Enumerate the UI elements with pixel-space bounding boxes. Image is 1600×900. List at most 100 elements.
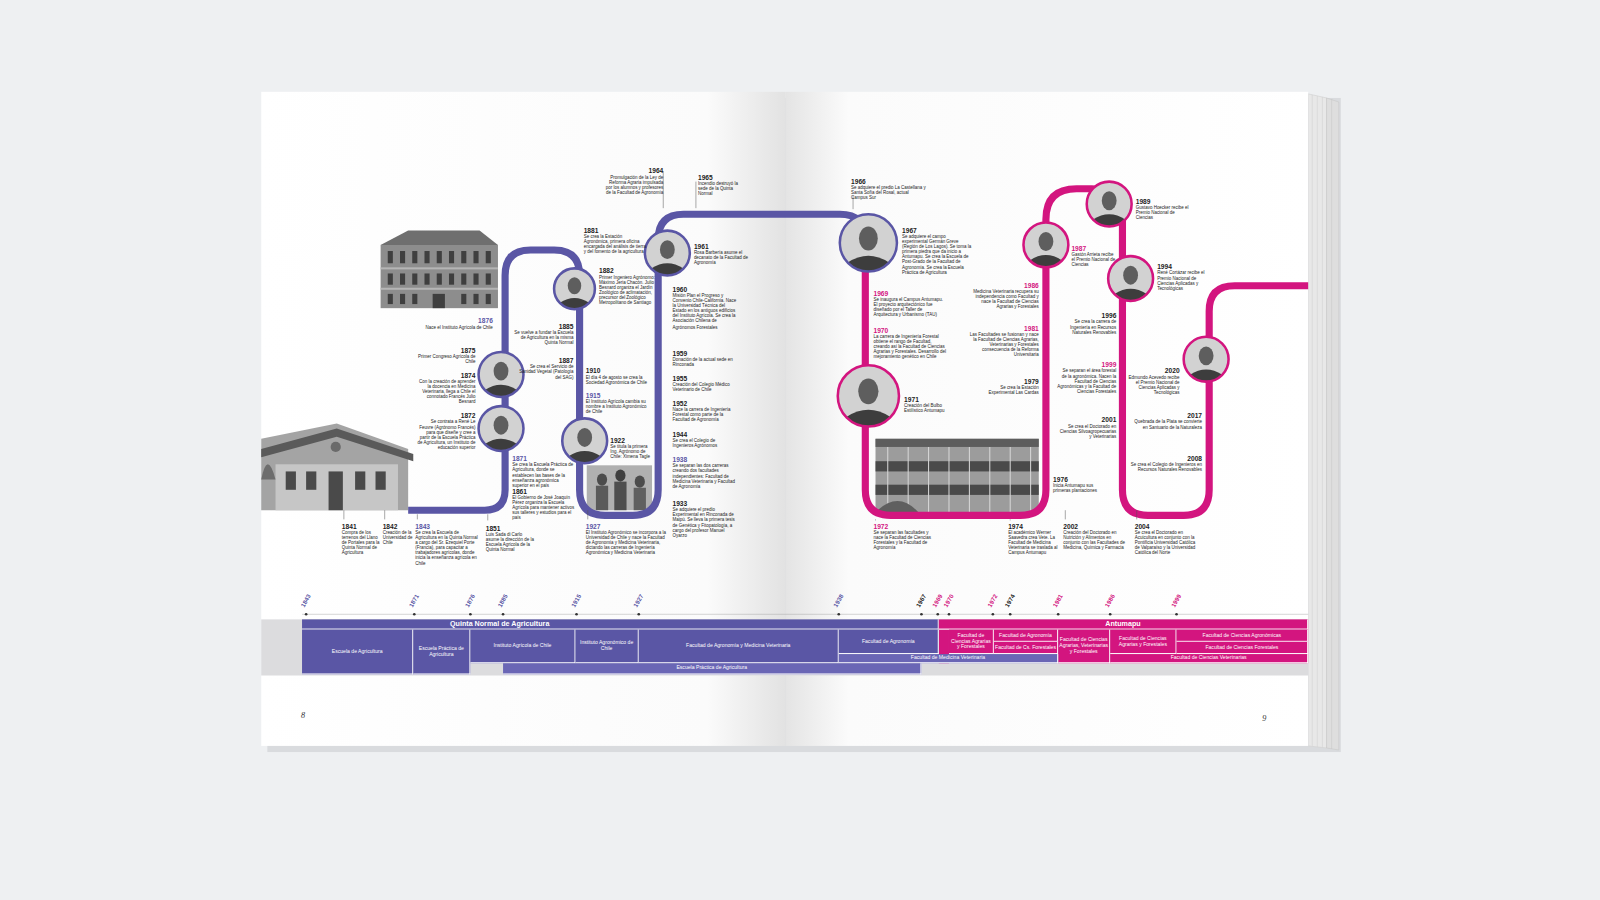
- event-text: Creación del Doctorado en Nutrición y Al…: [1063, 530, 1126, 551]
- timeline-band: Quinta Normal de Agricultura: [302, 619, 939, 629]
- event-text: Se contrata a René Le Feuvre (Agrónomo F…: [416, 420, 475, 451]
- event-text: René Cortázar recibe el Premio Nacional …: [1157, 271, 1208, 292]
- timeline-band: Facultad de Agronomía: [994, 630, 1058, 642]
- timeline-event: 1986Medicina Veterinaria recupera su ind…: [969, 282, 1038, 310]
- event-year: 1967: [902, 227, 971, 234]
- event-year: 1876: [411, 317, 493, 324]
- event-text: Gustavo Hoecker recibe el Premio Naciona…: [1136, 205, 1193, 220]
- event-text: Gastón Arrieta recibe el Premio Nacional…: [1071, 252, 1116, 267]
- timeline-event: 1851Luis Sada di Carlo asume la direcció…: [486, 524, 537, 552]
- event-text: Incendio destruyó la sede de la Quinta N…: [698, 181, 745, 196]
- timeline-event: 1944Se crea el Colegio de Ingenieros Agr…: [672, 431, 735, 449]
- event-text: Se adquiere el predio Experimental en Ri…: [672, 507, 739, 538]
- timeline-event: 1874Con la creación de aprender la docen…: [416, 371, 475, 404]
- timeline-band: Instituto Agrícola de Chile: [470, 630, 575, 664]
- timeline-event: 1875Primer Congreso Agrícola de Chile: [408, 347, 475, 365]
- event-text: Se inaugura el Campus Antumapu. El proye…: [873, 297, 944, 318]
- event-year: 1986: [969, 282, 1038, 289]
- timeline-band: Facultad de Cs. Forestales: [994, 642, 1058, 654]
- event-text: Se crea el Doctorado en Acuicultura en c…: [1135, 530, 1198, 556]
- event-text: Se adquiere el campo experimental Germán…: [902, 234, 971, 275]
- event-year: 1851: [486, 524, 537, 531]
- event-year: 1922: [610, 437, 655, 444]
- band-label: Facultad de Medicina Veterinaria: [910, 655, 986, 661]
- event-text: Se crea la carrera de Ingeniería en Recu…: [1061, 320, 1116, 335]
- event-text: El académico Werner Saavedra crea Vete. …: [1008, 530, 1059, 556]
- event-text: Se crea el Colegio de Ingenieros Agrónom…: [672, 438, 735, 448]
- event-year: 1872: [416, 412, 475, 419]
- timeline-event: 1996Se crea la carrera de Ingeniería en …: [1061, 312, 1116, 335]
- timeline-band: Instituto Agronómico de Chile: [576, 630, 639, 664]
- timeline-event: 1960Misión Plan el Progreso y Convenio C…: [672, 286, 739, 329]
- event-text: El Gobierno de José Joaquín Pérez organi…: [512, 495, 575, 521]
- band-label: Facultad de Ciencias Agronómicas: [1202, 632, 1283, 638]
- event-text: Creación del Colegio Médico Veterinario …: [672, 382, 735, 392]
- timeline-band: Facultad de Ciencias Agrarias, Veterinar…: [1058, 630, 1110, 664]
- timeline-event: 1915El Instituto Agrícola cambia su nomb…: [586, 392, 649, 415]
- event-year: 1974: [1008, 522, 1059, 529]
- event-year: 1994: [1157, 263, 1208, 270]
- event-year: 1959: [672, 350, 735, 357]
- event-text: El Instituto Agronómico se incorpora a l…: [586, 530, 668, 556]
- event-year: 1970: [873, 327, 946, 334]
- event-year: 2004: [1135, 522, 1198, 529]
- event-text: Creación de la Universidad de Chile: [383, 530, 414, 545]
- timeline-event: 1885Se vuelve a fundar la Escuela de Agr…: [512, 322, 573, 345]
- event-year: 1964: [602, 167, 663, 174]
- event-year: 1875: [408, 347, 475, 354]
- event-year: 1871: [512, 455, 575, 462]
- timeline-event: 1987Gastón Arrieta recibe el Premio Naci…: [1071, 245, 1116, 268]
- event-text: Las Facultades se fusionan y nace la Fac…: [969, 332, 1038, 358]
- event-year: 2002: [1063, 522, 1126, 529]
- timeline-event: 1969Se inaugura el Campus Antumapu. El p…: [873, 290, 944, 318]
- event-year: 1938: [672, 456, 739, 463]
- event-text: Luis Sada di Carlo asume la dirección de…: [486, 532, 537, 553]
- event-year: 1972: [873, 522, 936, 529]
- timeline-event: 2001Se crea el Doctorado en Ciencias Sil…: [1057, 416, 1116, 439]
- band-label: Quinta Normal de Agricultura: [449, 620, 550, 628]
- timeline-event: 1871Se crea la Escuela Práctica de Agric…: [512, 455, 575, 488]
- timeline-band: Escuela Práctica de Agricultura: [413, 630, 470, 675]
- event-text: Se separan las dos carreras creando dos …: [672, 463, 739, 489]
- event-year: 1969: [873, 290, 944, 297]
- event-text: El Instituto Agrícola cambia su nombre a…: [586, 399, 649, 414]
- timeline-event: 1967Se adquiere el campo experimental Ge…: [902, 227, 971, 276]
- timeline-event: 1959Donación de la actual sede en Rincon…: [672, 350, 735, 368]
- event-year: 1952: [672, 400, 735, 407]
- timeline-band: Escuela de Agricultura: [302, 630, 413, 675]
- timeline-event: 2017Quebrada de la Plata se convierte en…: [1131, 412, 1202, 430]
- event-text: Quebrada de la Plata se convierte en San…: [1131, 420, 1202, 430]
- event-year: 1874: [416, 371, 475, 378]
- timeline-event: 1971Creación del Bulbo Estilístico Antum…: [904, 396, 949, 414]
- page-number: 8: [301, 711, 305, 720]
- band-label: Facultad de Agronomía y Medicina Veterin…: [685, 643, 791, 649]
- event-year: 1955: [672, 374, 735, 381]
- timeline-event: 2004Se crea el Doctorado en Acuicultura …: [1135, 522, 1198, 555]
- band-label: Facultad de Cs. Forestales: [994, 645, 1057, 651]
- event-text: Se vuelve a fundar la Escuela de Agricul…: [512, 330, 573, 345]
- event-year: 1887: [512, 357, 573, 364]
- timeline-event: 2008Se crea el Colegio de Ingenieros en …: [1131, 455, 1202, 473]
- event-year: 1981: [969, 324, 1038, 331]
- timeline-event: 1999Se separan el área forestal de la ag…: [1057, 361, 1116, 394]
- event-year: 1966: [851, 178, 927, 185]
- event-text: Se crea la Estación Experimental Las Car…: [982, 385, 1039, 395]
- event-text: Donación de la actual sede en Rinconada: [672, 357, 735, 367]
- timeline-event: 1938Se separan las dos carreras creando …: [672, 456, 739, 489]
- timeline-event: 1887Se crea el Servicio de Sanidad Veget…: [512, 357, 573, 380]
- timeline-event: 1961Rosa Barbería asume el decanato de l…: [694, 243, 751, 266]
- event-year: 1944: [672, 431, 735, 438]
- band-label: Facultad de Ciencias Veterinarias: [1170, 655, 1248, 661]
- timeline-band: Facultad de Agronomía y Medicina Veterin…: [639, 630, 839, 664]
- timeline-event: 1974El académico Werner Saavedra crea Ve…: [1008, 522, 1059, 555]
- event-year: 1915: [586, 392, 649, 399]
- event-year: 1882: [599, 267, 662, 274]
- event-text: Promulgación de la Ley de Reforma Agrari…: [602, 175, 663, 196]
- timeline-event: 1933Se adquiere el predio Experimental e…: [672, 500, 739, 538]
- event-year: 1881: [584, 227, 647, 234]
- event-year: 1960: [672, 286, 739, 293]
- event-text: Se crea el Servicio de Sanidad Vegetal (…: [512, 364, 573, 379]
- event-year: 1989: [1136, 198, 1193, 205]
- event-year: 1842: [383, 522, 414, 529]
